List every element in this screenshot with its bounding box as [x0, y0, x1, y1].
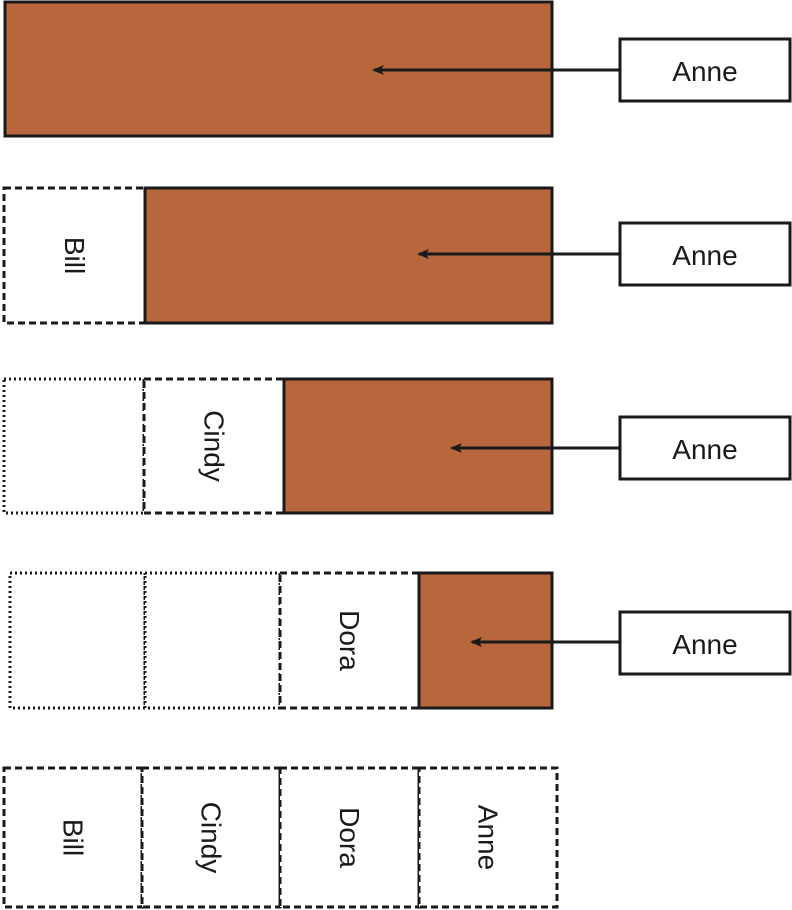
row-4: Dora Anne	[8, 571, 792, 710]
cell-box	[2, 377, 146, 515]
label-text: Anne	[672, 56, 737, 87]
cell-box	[143, 571, 282, 710]
label-box	[618, 37, 792, 103]
cell-box	[278, 571, 421, 710]
label-text: Anne	[672, 434, 737, 465]
final-row: Bill Cindy Dora Anne	[2, 766, 559, 909]
cell-text: Dora	[334, 610, 365, 671]
cell-box	[417, 766, 559, 909]
cell-text: Cindy	[196, 802, 227, 874]
cell-box	[278, 766, 421, 909]
row-3: Cindy Anne	[2, 377, 792, 515]
row-2: Bill Anne	[2, 186, 792, 325]
row-1: Anne	[3, 0, 792, 138]
label-box	[618, 610, 792, 676]
label-box	[618, 221, 792, 287]
cell-box	[140, 766, 282, 909]
cell-text: Bill	[59, 237, 90, 274]
cell-box	[8, 571, 147, 710]
cell-text: Cindy	[199, 410, 230, 482]
cell-text: Dora	[334, 807, 365, 868]
filled-block	[282, 377, 554, 515]
cell-box	[2, 186, 147, 325]
cell-text: Bill	[58, 819, 89, 856]
cell-box	[142, 377, 286, 515]
label-text: Anne	[672, 240, 737, 271]
cell-box	[2, 766, 144, 909]
label-box	[618, 415, 792, 481]
cell-text: Anne	[473, 805, 504, 870]
label-text: Anne	[672, 629, 737, 660]
